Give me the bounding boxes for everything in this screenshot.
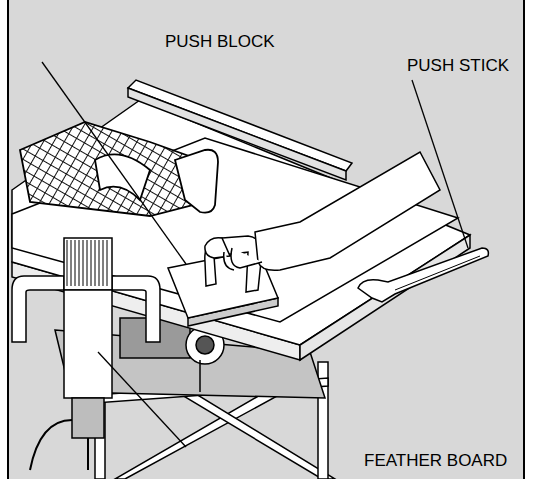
hand-arm — [205, 152, 440, 270]
part-label: PUSH BLOCK — [165, 32, 275, 52]
part-label: FEATHER BOARD — [364, 451, 507, 471]
push-stick-detail — [395, 256, 480, 290]
feather-fingers — [67, 240, 107, 286]
push-stick — [358, 248, 488, 302]
part-label: PUSH STICK — [407, 56, 509, 76]
leader-line — [42, 62, 468, 447]
frame-line — [523, 0, 525, 479]
background-panel — [8, 0, 524, 479]
frame-line — [7, 0, 9, 479]
feather-board — [12, 238, 160, 470]
